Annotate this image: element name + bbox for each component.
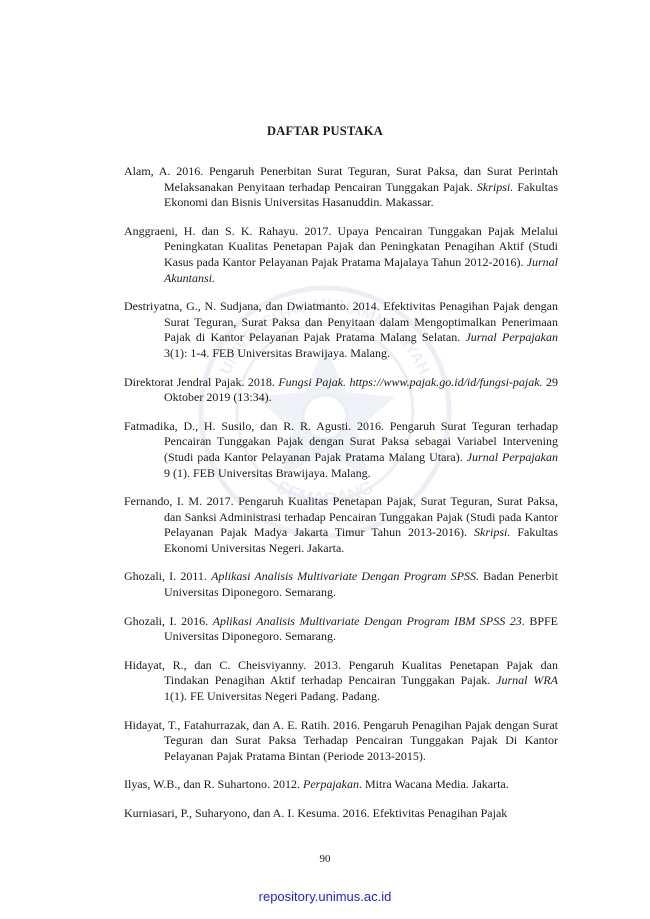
reference-text-segment: Hidayat, T., Fatahurrazak, dan A. E. Rat…: [124, 717, 558, 763]
page-title: DAFTAR PUSTAKA: [267, 124, 383, 138]
reference-text-segment: Ghozali, I. 2016.: [124, 613, 213, 628]
reference-italic-segment: Jurnal Perpajakan: [465, 330, 558, 345]
reference-text-segment: Badan Penerbit Universitas Diponegoro. S…: [164, 569, 558, 600]
reference-entry: Direktorat Jendral Pajak. 2018. Fungsi P…: [124, 375, 558, 406]
reference-list: Alam, A. 2016. Pengaruh Penerbitan Surat…: [124, 164, 558, 822]
reference-italic-segment: Aplikasi Analisis Multivariate Dengan Pr…: [211, 569, 479, 584]
reference-text-segment: Fernando, I. M. 2017. Pengaruh Kualitas …: [124, 494, 558, 540]
repository-link[interactable]: repository.unimus.ac.id: [258, 889, 392, 904]
reference-text-segment: Direktorat Jendral Pajak. 2018.: [124, 374, 279, 389]
reference-entry: Ilyas, W.B., dan R. Suhartono. 2012. Per…: [124, 777, 558, 793]
reference-entry: Anggraeni, H. dan S. K. Rahayu. 2017. Up…: [124, 224, 558, 286]
reference-text-segment: 1(1). FE Universitas Negeri Padang. Pada…: [164, 689, 380, 704]
reference-text-segment: 3(1): 1-4. FEB Universitas Brawijaya. Ma…: [164, 345, 390, 360]
reference-italic-segment: Fungsi Pajak. https://www.pajak.go.id/id…: [278, 374, 543, 389]
page-number: 90: [319, 853, 331, 865]
reference-entry: Hidayat, R., dan C. Cheisviyanny. 2013. …: [124, 658, 558, 705]
reference-entry: Fatmadika, D., H. Susilo, dan R. R. Agus…: [124, 419, 558, 481]
reference-text-segment: Hidayat, R., dan C. Cheisviyanny. 2013. …: [124, 657, 558, 688]
reference-italic-segment: Perpajakan: [303, 777, 359, 792]
reference-text-segment: Anggraeni, H. dan S. K. Rahayu. 2017. Up…: [124, 223, 558, 269]
reference-text-segment: . BPFE Universitas Diponegoro. Semarang.: [164, 613, 558, 644]
reference-italic-segment: Skripsi.: [476, 179, 514, 194]
reference-text-segment: 9 (1). FEB Universitas Brawijaya. Malang…: [164, 465, 371, 480]
reference-text-segment: . Mitra Wacana Media. Jakarta.: [359, 777, 509, 792]
reference-text-segment: Ghozali, I. 2011.: [124, 569, 212, 584]
reference-text-segment: Fakultas Ekonomi dan Bisnis Universitas …: [164, 179, 559, 210]
reference-italic-segment: Jurnal Akuntansi.: [164, 254, 558, 285]
reference-entry: Ghozali, I. 2016. Aplikasi Analisis Mult…: [124, 614, 558, 645]
reference-text-segment: Fatmadika, D., H. Susilo, dan R. R. Agus…: [124, 418, 558, 464]
reference-text-segment: Kurniasari, P., Suharyono, dan A. I. Kes…: [124, 806, 508, 820]
reference-entry: Hidayat, T., Fatahurrazak, dan A. E. Rat…: [124, 718, 558, 765]
reference-entry: Destriyatna, G., N. Sudjana, dan Dwiatma…: [124, 299, 558, 361]
reference-text-segment: Fakultas Ekonomi Universitas Negeri. Jak…: [164, 525, 558, 555]
reference-italic-segment: Jurnal Perpajakan: [466, 449, 558, 464]
reference-italic-segment: Aplikasi Analisis Multivariate Dengan Pr…: [212, 613, 522, 628]
reference-italic-segment: Skripsi.: [474, 525, 511, 540]
reference-entry: Kurniasari, P., Suharyono, dan A. I. Kes…: [124, 806, 558, 822]
reference-entry: Ghozali, I. 2011. Aplikasi Analisis Mult…: [124, 569, 558, 600]
reference-entry: Fernando, I. M. 2017. Pengaruh Kualitas …: [124, 494, 558, 556]
reference-text-segment: Ilyas, W.B., dan R. Suhartono. 2012.: [124, 777, 303, 792]
reference-text-segment: 29 Oktober 2019 (13:34).: [164, 374, 559, 405]
reference-text-segment: Destriyatna, G., N. Sudjana, dan Dwiatma…: [124, 299, 558, 345]
reference-text-segment: Alam, A. 2016. Pengaruh Penerbitan Surat…: [124, 164, 558, 194]
reference-entry: Alam, A. 2016. Pengaruh Penerbitan Surat…: [124, 164, 558, 211]
reference-italic-segment: Jurnal WRA: [496, 673, 558, 688]
